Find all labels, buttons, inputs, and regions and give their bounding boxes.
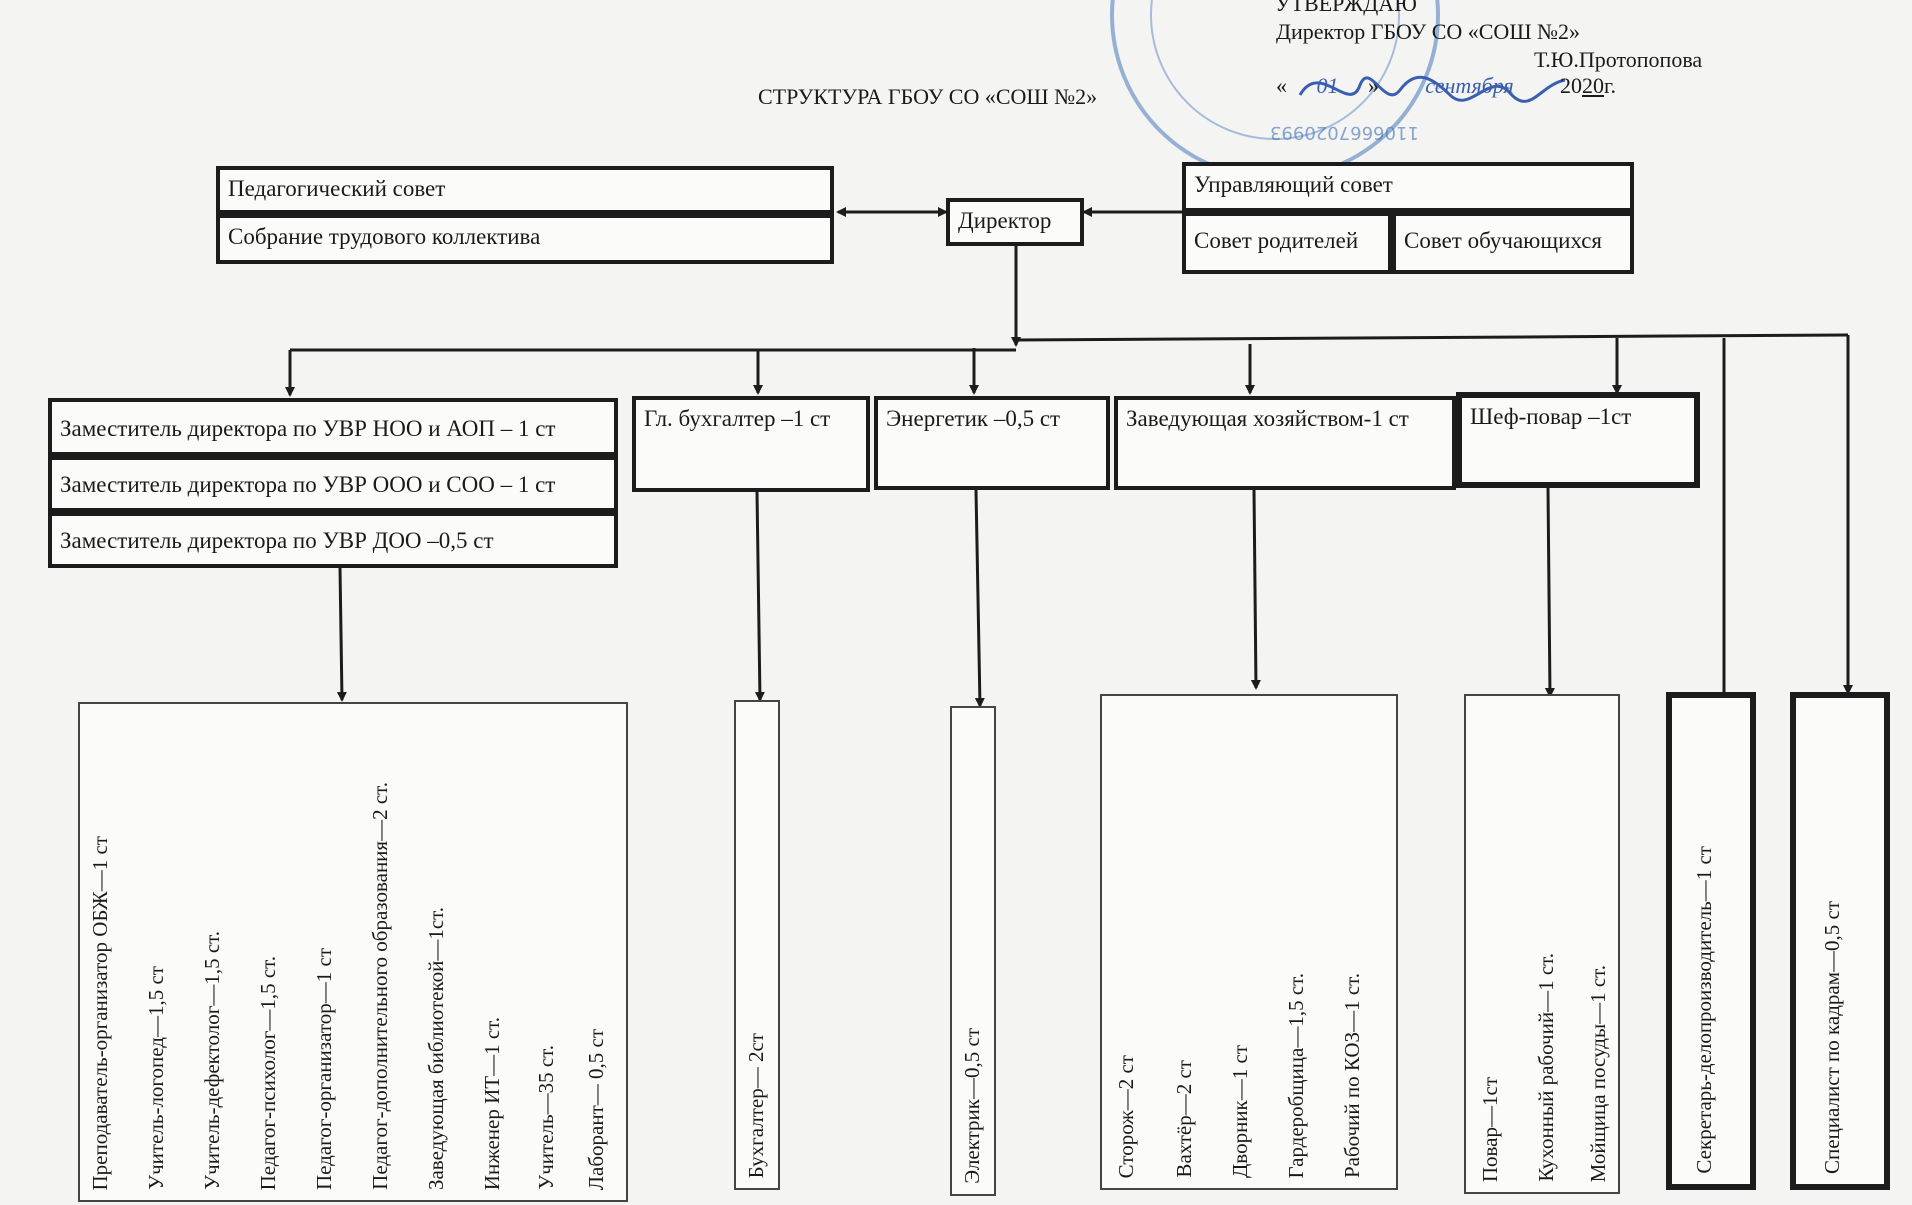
deputy-ooo-soo: Заместитель директора по УВР ООО и СОО –… <box>48 456 618 512</box>
date-close-quote: » <box>1368 73 1379 98</box>
date-month: сентября <box>1425 73 1514 98</box>
year-end: г. <box>1604 73 1617 98</box>
staff-accounting-column: Бухгалтер— 2ст <box>734 700 780 1190</box>
governance-students-council: Совет обучающихся <box>1392 212 1634 274</box>
staff-household-item: Гардеробщица—1,5 ст. <box>1284 972 1308 1179</box>
approval-date: « 01 » сентября 2020г. <box>1276 74 1616 97</box>
head-energy-engineer: Энергетик –0,5 ст <box>874 396 1110 490</box>
staff-household-item: Рабочий по КОЗ—1 ст. <box>1340 972 1364 1178</box>
deputy-doo: Заместитель директора по УВР ДОО –0,5 ст <box>48 512 618 568</box>
staff-kitchen-item: Кухонный рабочий—1 ст. <box>1534 953 1558 1182</box>
staff-teaching-item: Учитель—35 ст. <box>534 1045 558 1190</box>
head-household-manager: Заведующая хозяйством-1 ст <box>1114 396 1456 490</box>
staff-accounting-item: Бухгалтер— 2ст <box>744 1032 768 1178</box>
staff-teaching-item: Инженер ИТ—1 ст. <box>480 1016 504 1190</box>
staff-teaching-item: Учитель-дефектолог—1,5 ст. <box>200 931 224 1190</box>
staff-energy-item: Электрик—0,5 ст <box>960 1028 984 1184</box>
staff-teaching-item: Лаборант— 0,5 ст <box>584 1028 608 1190</box>
staff-teaching-item: Педагог-организатор—1 ст <box>312 947 336 1190</box>
approval-position: Директор ГБОУ СО «СОШ №2» <box>1276 19 1581 44</box>
staff-secretary-column: Секретарь-делопроизводитель—1 ст <box>1666 692 1756 1190</box>
staff-kitchen-item: Повар—1ст <box>1478 1076 1502 1182</box>
date-open-quote: « <box>1276 73 1287 98</box>
governance-managing-council: Управляющий совет <box>1182 162 1634 212</box>
head-chef: Шеф-повар –1ст <box>1456 392 1700 488</box>
signature <box>1298 75 1566 103</box>
governance-pedagogical-council: Педагогический совет <box>216 166 834 214</box>
staff-kitchen-column: Повар—1ст Кухонный рабочий—1 ст. Мойщица… <box>1464 694 1620 1194</box>
staff-teaching-item: Заведующая библиотекой—1ст. <box>424 906 448 1190</box>
staff-household-item: Дворник—1 ст <box>1228 1044 1252 1178</box>
staff-hr-item: Специалист по кадрам—0,5 ст <box>1820 901 1844 1174</box>
staff-teaching-item: Преподаватель-организатор ОБЖ—1 ст <box>88 835 112 1191</box>
staff-teaching-item: Педагог-психолог—1,5 ст. <box>256 955 280 1190</box>
approval-name: Т.Ю.Протопопова <box>1534 47 1703 72</box>
page-title: СТРУКТУРА ГБОУ СО «СОШ №2» <box>758 84 1098 109</box>
stamp-number: 1106667020993 <box>1270 122 1419 143</box>
date-day: 01 <box>1316 73 1339 98</box>
year-prefix: 20 <box>1560 73 1582 98</box>
staff-secretary-item: Секретарь-делопроизводитель—1 ст <box>1692 846 1716 1174</box>
deputy-noo-aop: Заместитель директора по УВР НОО и АОП –… <box>48 398 618 456</box>
staff-kitchen-item: Мойщица посуды—1 ст. <box>1586 964 1610 1182</box>
governance-parents-council: Совет родителей <box>1182 212 1392 274</box>
staff-energy-column: Электрик—0,5 ст <box>950 706 996 1196</box>
approval-heading: УТВЕРЖДАЮ <box>1275 0 1417 16</box>
head-chief-accountant: Гл. бухгалтер –1 ст <box>632 396 870 492</box>
director-box: Директор <box>946 198 1084 246</box>
staff-household-item: Вахтёр—2 ст <box>1172 1060 1196 1178</box>
staff-household-column: Сторож—2 ст Вахтёр—2 ст Дворник—1 ст Гар… <box>1100 694 1398 1190</box>
staff-household-item: Сторож—2 ст <box>1114 1054 1138 1178</box>
staff-teaching-column: Преподаватель-организатор ОБЖ—1 ст Учите… <box>78 702 628 1202</box>
governance-staff-meeting: Собрание трудового коллектива <box>216 214 834 264</box>
staff-teaching-item: Учитель-логопед—1,5 ст <box>144 966 168 1190</box>
year-suffix: 20 <box>1582 73 1604 98</box>
staff-teaching-item: Педагог-дополнительного образования—2 ст… <box>368 782 392 1190</box>
staff-hr-column: Специалист по кадрам—0,5 ст <box>1790 692 1890 1190</box>
